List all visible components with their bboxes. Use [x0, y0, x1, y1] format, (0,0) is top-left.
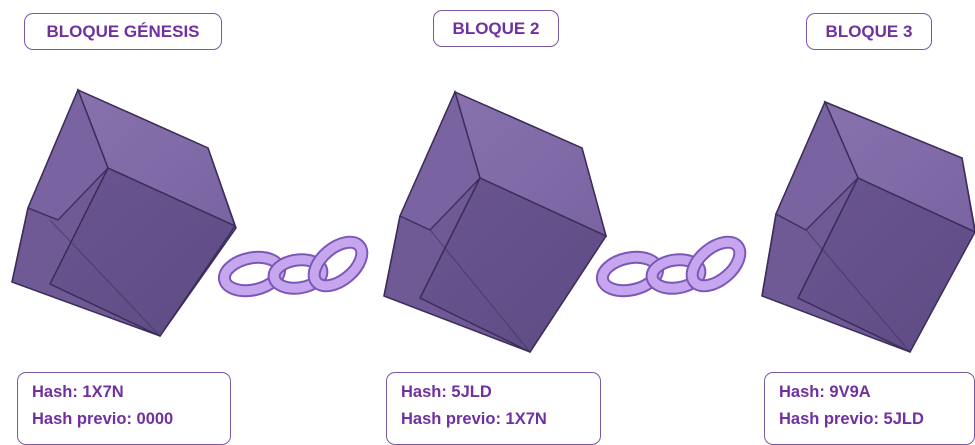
block-hash-box-3: Hash: 9V9A Hash previo: 5JLD — [764, 372, 975, 445]
block-hash-box-genesis: Hash: 1X7N Hash previo: 0000 — [17, 372, 231, 445]
block-title-genesis: BLOQUE GÉNESIS — [24, 13, 222, 50]
cube-icon — [383, 89, 608, 353]
chain-link-icon — [595, 235, 747, 298]
hash-label: Hash: 9V9A — [779, 383, 871, 401]
prev-hash-label: Hash previo: 0000 — [32, 410, 174, 428]
block-hash-box-2: Hash: 5JLD Hash previo: 1X7N — [386, 372, 601, 445]
prev-hash-label: Hash previo: 1X7N — [401, 410, 547, 428]
hash-label: Hash: 1X7N — [32, 383, 124, 401]
chain-link-icon — [217, 235, 369, 298]
cube-icon — [11, 87, 237, 337]
block-title-2: BLOQUE 2 — [433, 10, 559, 47]
hash-label: Hash: 5JLD — [401, 383, 492, 401]
cube-icon — [761, 100, 975, 353]
prev-hash-label: Hash previo: 5JLD — [779, 410, 924, 428]
block-title-3: BLOQUE 3 — [806, 13, 932, 50]
